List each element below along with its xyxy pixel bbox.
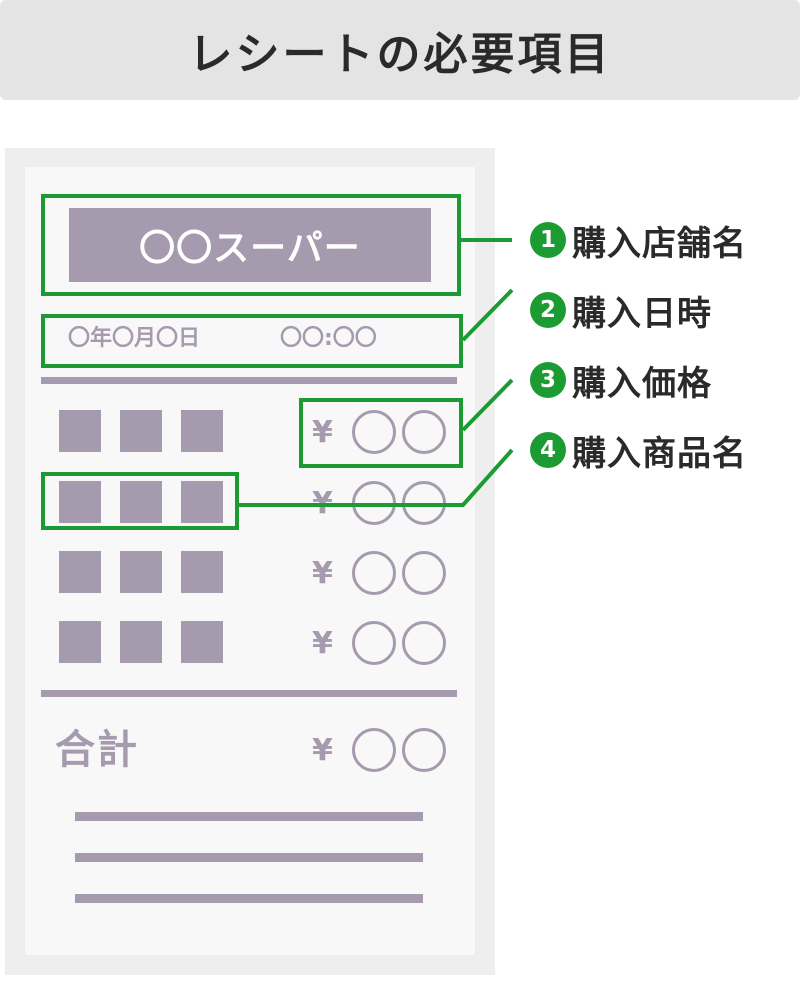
item-block: [120, 551, 162, 593]
circle-placeholder: [352, 621, 396, 665]
connector-product-name: [239, 448, 514, 507]
number-badge: 2: [530, 292, 566, 328]
legend-label: 購入商品名: [572, 433, 747, 474]
connector-datetime: [461, 288, 514, 342]
footer-line: [75, 812, 423, 821]
circle-placeholder: [402, 621, 446, 665]
legend-item-product-name: 4 購入商品名: [530, 430, 747, 474]
yen-symbol: ¥: [312, 625, 333, 661]
store-name-box: 〇〇スーパー: [69, 208, 431, 282]
item-block: [59, 621, 101, 663]
item-block: [120, 481, 162, 523]
page-title: レシートの必要項目: [188, 29, 612, 80]
yen-symbol: ¥: [312, 555, 333, 591]
circle-placeholder: [352, 410, 396, 454]
yen-symbol: ¥: [312, 732, 333, 768]
legend-label: 購入店舗名: [572, 223, 747, 264]
circle-placeholder: [352, 728, 396, 772]
legend-label: 購入日時: [572, 293, 712, 334]
item-block: [181, 621, 223, 663]
divider-top: [41, 377, 457, 384]
purchase-date: 〇年〇月〇日: [68, 326, 201, 351]
item-block: [59, 481, 101, 523]
legend-label: 購入価格: [572, 363, 712, 404]
circle-placeholder: [402, 728, 446, 772]
yen-symbol: ¥: [312, 414, 333, 450]
item-block: [59, 410, 101, 452]
item-block: [181, 551, 223, 593]
footer-line: [75, 853, 423, 862]
item-price: ¥: [312, 407, 452, 457]
item-block: [59, 551, 101, 593]
divider-bottom: [41, 690, 457, 697]
purchase-time: 〇〇:〇〇: [280, 326, 377, 351]
legend-item-datetime: 2 購入日時: [530, 290, 712, 334]
footer-line: [75, 894, 423, 903]
number-badge: 3: [530, 362, 566, 398]
total-label: 合計: [55, 727, 139, 773]
highlight-price: [299, 398, 463, 468]
item-price: ¥: [312, 548, 452, 598]
circle-placeholder: [402, 551, 446, 595]
highlight-store-name: [41, 194, 461, 296]
legend-item-store-name: 1 購入店舗名: [530, 220, 747, 264]
item-block: [120, 621, 162, 663]
connector-price: [461, 378, 514, 432]
highlight-datetime: [41, 314, 463, 368]
item-block: [120, 410, 162, 452]
highlight-product-name: [41, 472, 239, 530]
circle-placeholder: [402, 410, 446, 454]
number-badge: 1: [530, 222, 566, 258]
legend-item-price: 3 購入価格: [530, 360, 712, 404]
item-price: ¥: [312, 618, 452, 668]
store-name: 〇〇スーパー: [139, 228, 361, 269]
item-block: [181, 481, 223, 523]
total-price: ¥: [312, 725, 452, 775]
circle-placeholder: [352, 551, 396, 595]
title-bar: レシートの必要項目: [0, 0, 800, 100]
number-badge: 4: [530, 432, 566, 468]
item-block: [181, 410, 223, 452]
